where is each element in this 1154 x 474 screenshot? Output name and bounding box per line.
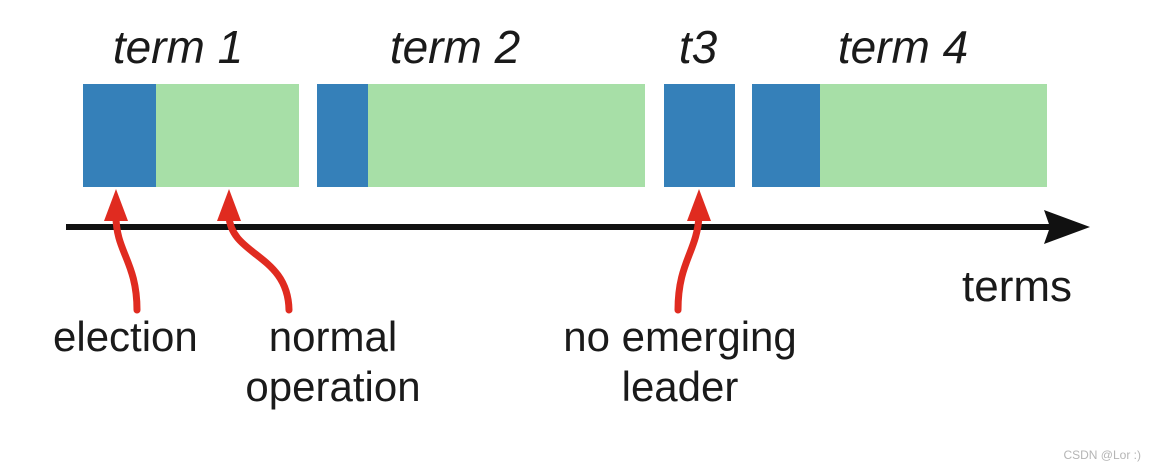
term-3-bar <box>664 84 735 187</box>
term-1-election-segment <box>83 84 156 187</box>
terms-axis-label: terms <box>962 262 1072 311</box>
term-4-label: term 4 <box>837 21 969 73</box>
no-emerging-leader-annotation-line2: leader <box>621 363 739 410</box>
term-1-label: term 1 <box>112 21 244 73</box>
term-3-election-segment <box>664 84 735 187</box>
term-2-bar <box>317 84 645 187</box>
election-annotation: election <box>53 313 198 360</box>
term-2-election-segment <box>317 84 368 187</box>
no-emerging-leader-pointer-arrow <box>674 189 711 314</box>
normal-operation-annotation-line1: normal <box>268 313 398 360</box>
term-1-bar <box>83 84 299 187</box>
no-emerging-leader-annotation: no emerging leader <box>563 312 796 412</box>
term-1-normal-operation-segment <box>156 84 299 187</box>
normal-operation-annotation: normal operation <box>245 312 420 412</box>
election-pointer-arrow <box>104 189 141 314</box>
normal-operation-annotation-line2: operation <box>245 363 421 410</box>
term-4-election-segment <box>752 84 820 187</box>
normal-operation-pointer-arrow <box>217 189 293 314</box>
time-axis-arrow <box>66 210 1090 244</box>
term-2-label: term 2 <box>389 21 521 73</box>
term-4-bar <box>752 84 1047 187</box>
term-2-normal-operation-segment <box>368 84 645 187</box>
term-3-label: t3 <box>678 21 718 73</box>
no-emerging-leader-annotation-line1: no emerging <box>563 313 797 360</box>
term-4-normal-operation-segment <box>820 84 1047 187</box>
csdn-watermark: CSDN @Lor :) <box>1063 448 1141 462</box>
